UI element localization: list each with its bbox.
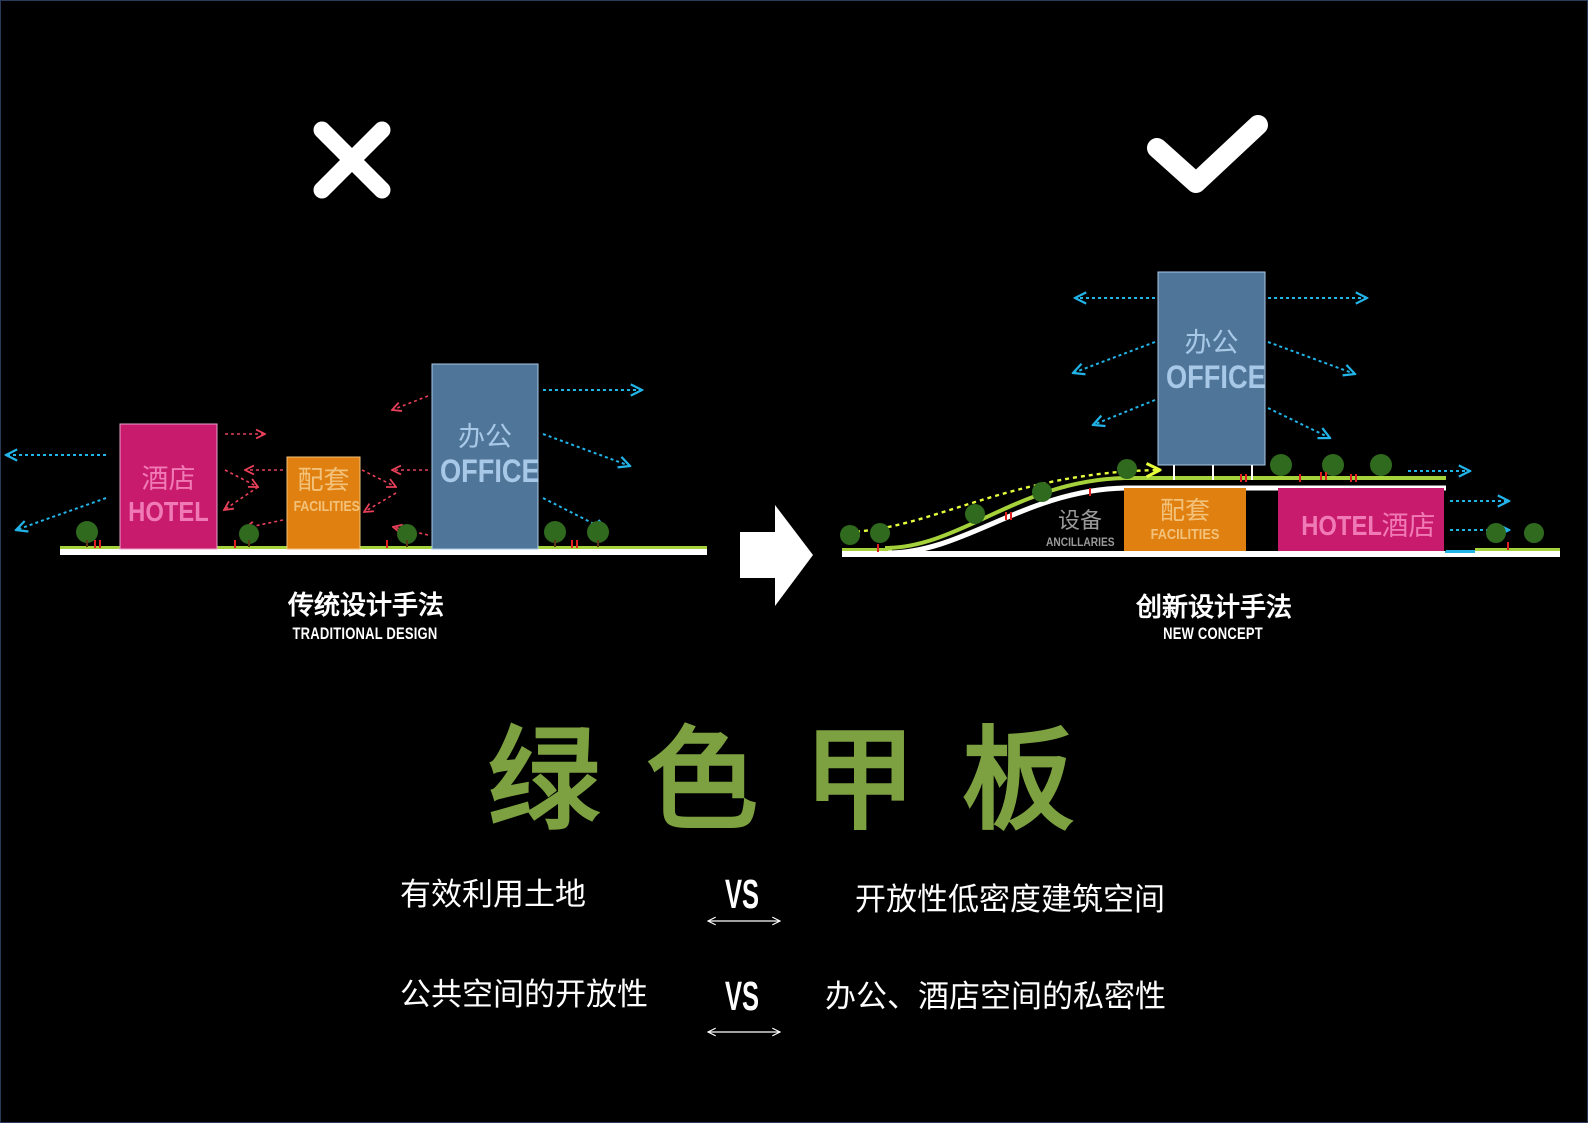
right-arrow-icon bbox=[740, 505, 813, 606]
comparison-2-vs: VS bbox=[725, 975, 760, 1020]
ancillaries-en: ANCILLARIES bbox=[1046, 535, 1115, 549]
left-hotel-building bbox=[119, 423, 218, 550]
right-hotel-en: HOTEL bbox=[1300, 510, 1382, 541]
right-trees bbox=[840, 454, 1544, 545]
right-office-en: OFFICE bbox=[1166, 359, 1266, 395]
traditional-caption-en: TRADITIONAL DESIGN bbox=[292, 624, 438, 643]
right-office-zh: 办公 bbox=[1184, 328, 1239, 359]
cross-icon bbox=[313, 121, 391, 199]
ancillaries-label: 设备 ANCILLARIES bbox=[1040, 510, 1120, 550]
right-facilities-label: 配套 FACILITIES bbox=[1124, 496, 1246, 544]
right-facilities-building bbox=[1124, 488, 1246, 551]
left-facilities-label: 配套 FACILITIES bbox=[287, 465, 360, 517]
right-office-building bbox=[1157, 271, 1266, 466]
left-hotel-label: 酒店 HOTEL bbox=[120, 464, 217, 528]
main-title: 绿色甲板 bbox=[488, 716, 1120, 846]
left-hotel-en: HOTEL bbox=[128, 496, 209, 527]
right-hotel-zh: 酒店 bbox=[1381, 511, 1436, 542]
right-ground bbox=[842, 551, 1560, 557]
comparison-1-right: 开放性低密度建筑空间 bbox=[855, 882, 1165, 918]
traditional-caption: 传统设计手法 bbox=[287, 591, 445, 621]
right-office-label: 办公 OFFICE bbox=[1158, 328, 1266, 395]
left-facilities-zh: 配套 bbox=[297, 466, 350, 496]
left-office-label: 办公 OFFICE bbox=[432, 422, 540, 489]
right-hotel-building bbox=[1278, 488, 1444, 551]
left-hotel-zh: 酒店 bbox=[141, 464, 196, 495]
comparison-2-right: 办公、酒店空间的私密性 bbox=[825, 979, 1166, 1015]
comparison-1-left: 有效利用土地 bbox=[400, 877, 586, 913]
ancillaries-zh: 设备 bbox=[1057, 509, 1102, 534]
right-people bbox=[877, 472, 1509, 552]
left-view-arrows bbox=[6, 390, 642, 530]
comparison-2-left: 公共空间的开放性 bbox=[400, 977, 648, 1013]
right-hotel-label: HOTEL酒店 bbox=[1278, 504, 1444, 543]
left-office-en: OFFICE bbox=[439, 453, 540, 489]
left-facilities-en: FACILITIES bbox=[293, 498, 360, 515]
new-concept-caption-en: NEW CONCEPT bbox=[1163, 624, 1263, 643]
right-facilities-en: FACILITIES bbox=[1150, 526, 1220, 543]
comparison-1-vs: VS bbox=[725, 873, 760, 918]
left-office-zh: 办公 bbox=[458, 422, 512, 453]
right-facilities-zh: 配套 bbox=[1159, 496, 1210, 525]
left-ground bbox=[60, 549, 707, 555]
left-facilities-building bbox=[286, 456, 361, 550]
left-people bbox=[94, 540, 578, 548]
left-office-building bbox=[431, 363, 539, 550]
check-icon bbox=[1147, 115, 1268, 193]
left-trees bbox=[76, 521, 609, 547]
new-concept-caption: 创新设计手法 bbox=[1135, 593, 1293, 623]
office-pilotis bbox=[1173, 465, 1253, 480]
